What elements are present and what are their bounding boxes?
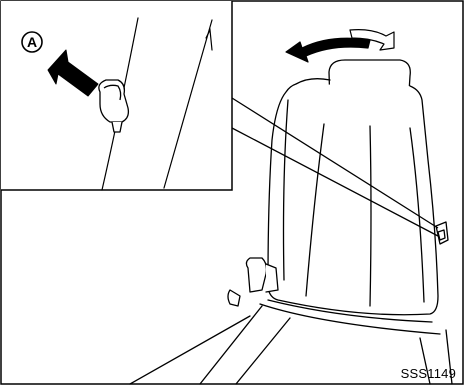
curved-fold-arrow-icon bbox=[286, 30, 394, 62]
callout-letter: A bbox=[27, 34, 37, 50]
seatback bbox=[268, 79, 438, 315]
detail-inset: A bbox=[1, 1, 232, 190]
figure-code: SSS1149 bbox=[401, 366, 456, 381]
